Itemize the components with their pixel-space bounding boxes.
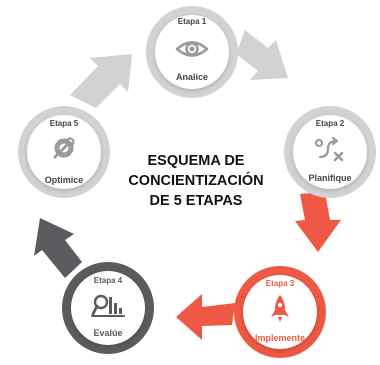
- stage-1-inner-circle: [155, 15, 229, 89]
- center-title-line-3: DE 5 ETAPAS: [150, 193, 243, 209]
- stage-2-label: Planifique: [308, 173, 351, 183]
- arrow-stage3-to-stage4: [176, 294, 235, 340]
- stage-5-title: Etapa 5: [50, 119, 79, 128]
- strategy-path-icon: [314, 136, 344, 162]
- arrow-stage2-to-stage3: [295, 192, 341, 252]
- gear-wrench-icon: [53, 137, 75, 159]
- arrow-stage4-to-stage5: [34, 218, 82, 278]
- stage-3-label: Implemente: [255, 333, 305, 343]
- arrow-stage1-to-stage2: [236, 30, 288, 80]
- center-title-line-2: CONCIENTIZACIÓN: [128, 171, 263, 189]
- stage-4-inner-circle: [71, 271, 145, 345]
- eye-icon: [175, 41, 209, 57]
- stage-2-inner-circle: [293, 115, 367, 189]
- stage-2-node: Etapa 2 Planifique: [284, 106, 376, 198]
- stage-1-label: Analice: [176, 72, 208, 82]
- arrow-stage5-to-stage1: [70, 54, 132, 108]
- stage-5-inner-circle: [27, 115, 101, 189]
- stage-1-node: Etapa 1 Analice: [146, 6, 238, 98]
- stage-3-title: Etapa 3: [266, 279, 295, 288]
- stage-1-title: Etapa 1: [178, 17, 207, 26]
- stage-4-node: Etapa 4 Evalúe: [62, 262, 154, 354]
- center-title-line-1: ESQUEMA DE: [148, 153, 245, 169]
- rocket-icon: [271, 295, 289, 322]
- magnifier-chart-icon: [91, 294, 125, 317]
- stage-5-node: Etapa 5 Optimice: [18, 106, 110, 198]
- stage-4-label: Evalúe: [93, 328, 122, 338]
- stage-4-title: Etapa 4: [94, 276, 123, 285]
- stage-2-title: Etapa 2: [316, 119, 345, 128]
- stage-5-label: Optimice: [45, 175, 84, 185]
- stage-3-node: Etapa 3 Implemente: [234, 266, 326, 358]
